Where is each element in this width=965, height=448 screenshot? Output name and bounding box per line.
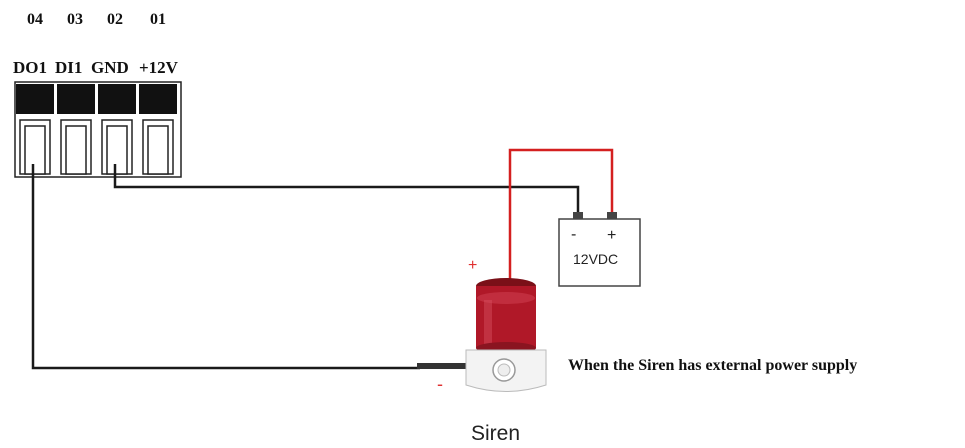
battery-positive-symbol: + [607,227,616,244]
caption: When the Siren has external power supply [568,357,857,374]
siren-label: Siren [471,422,520,445]
battery-negative-symbol: - [571,226,576,243]
siren-plus-marker: + [468,257,477,274]
pin-label-di1: DI1 [55,58,82,77]
pin-number-01: 01 [150,11,166,28]
pin-label-gnd: GND [91,58,129,77]
pin-label-12v: +12V [139,58,179,77]
siren-device [417,278,547,392]
battery-label: 12VDC [573,251,618,267]
terminal-02 [98,84,136,175]
pin-number-04: 04 [27,11,43,28]
terminal-03 [57,84,95,175]
wire-gnd-to-battery-negative [113,164,580,214]
pin-number-03: 03 [67,11,83,28]
pin-label-do1: DO1 [13,58,47,77]
terminal-04 [16,84,54,175]
wire-battery-positive-to-siren [508,148,614,283]
battery-12vdc: - + 12VDC [558,212,641,287]
terminal-block [14,81,182,178]
terminal-01 [139,84,177,175]
wire-do1-to-siren-negative [31,164,420,370]
siren-minus-marker: - [437,374,443,394]
pin-number-02: 02 [107,11,123,28]
